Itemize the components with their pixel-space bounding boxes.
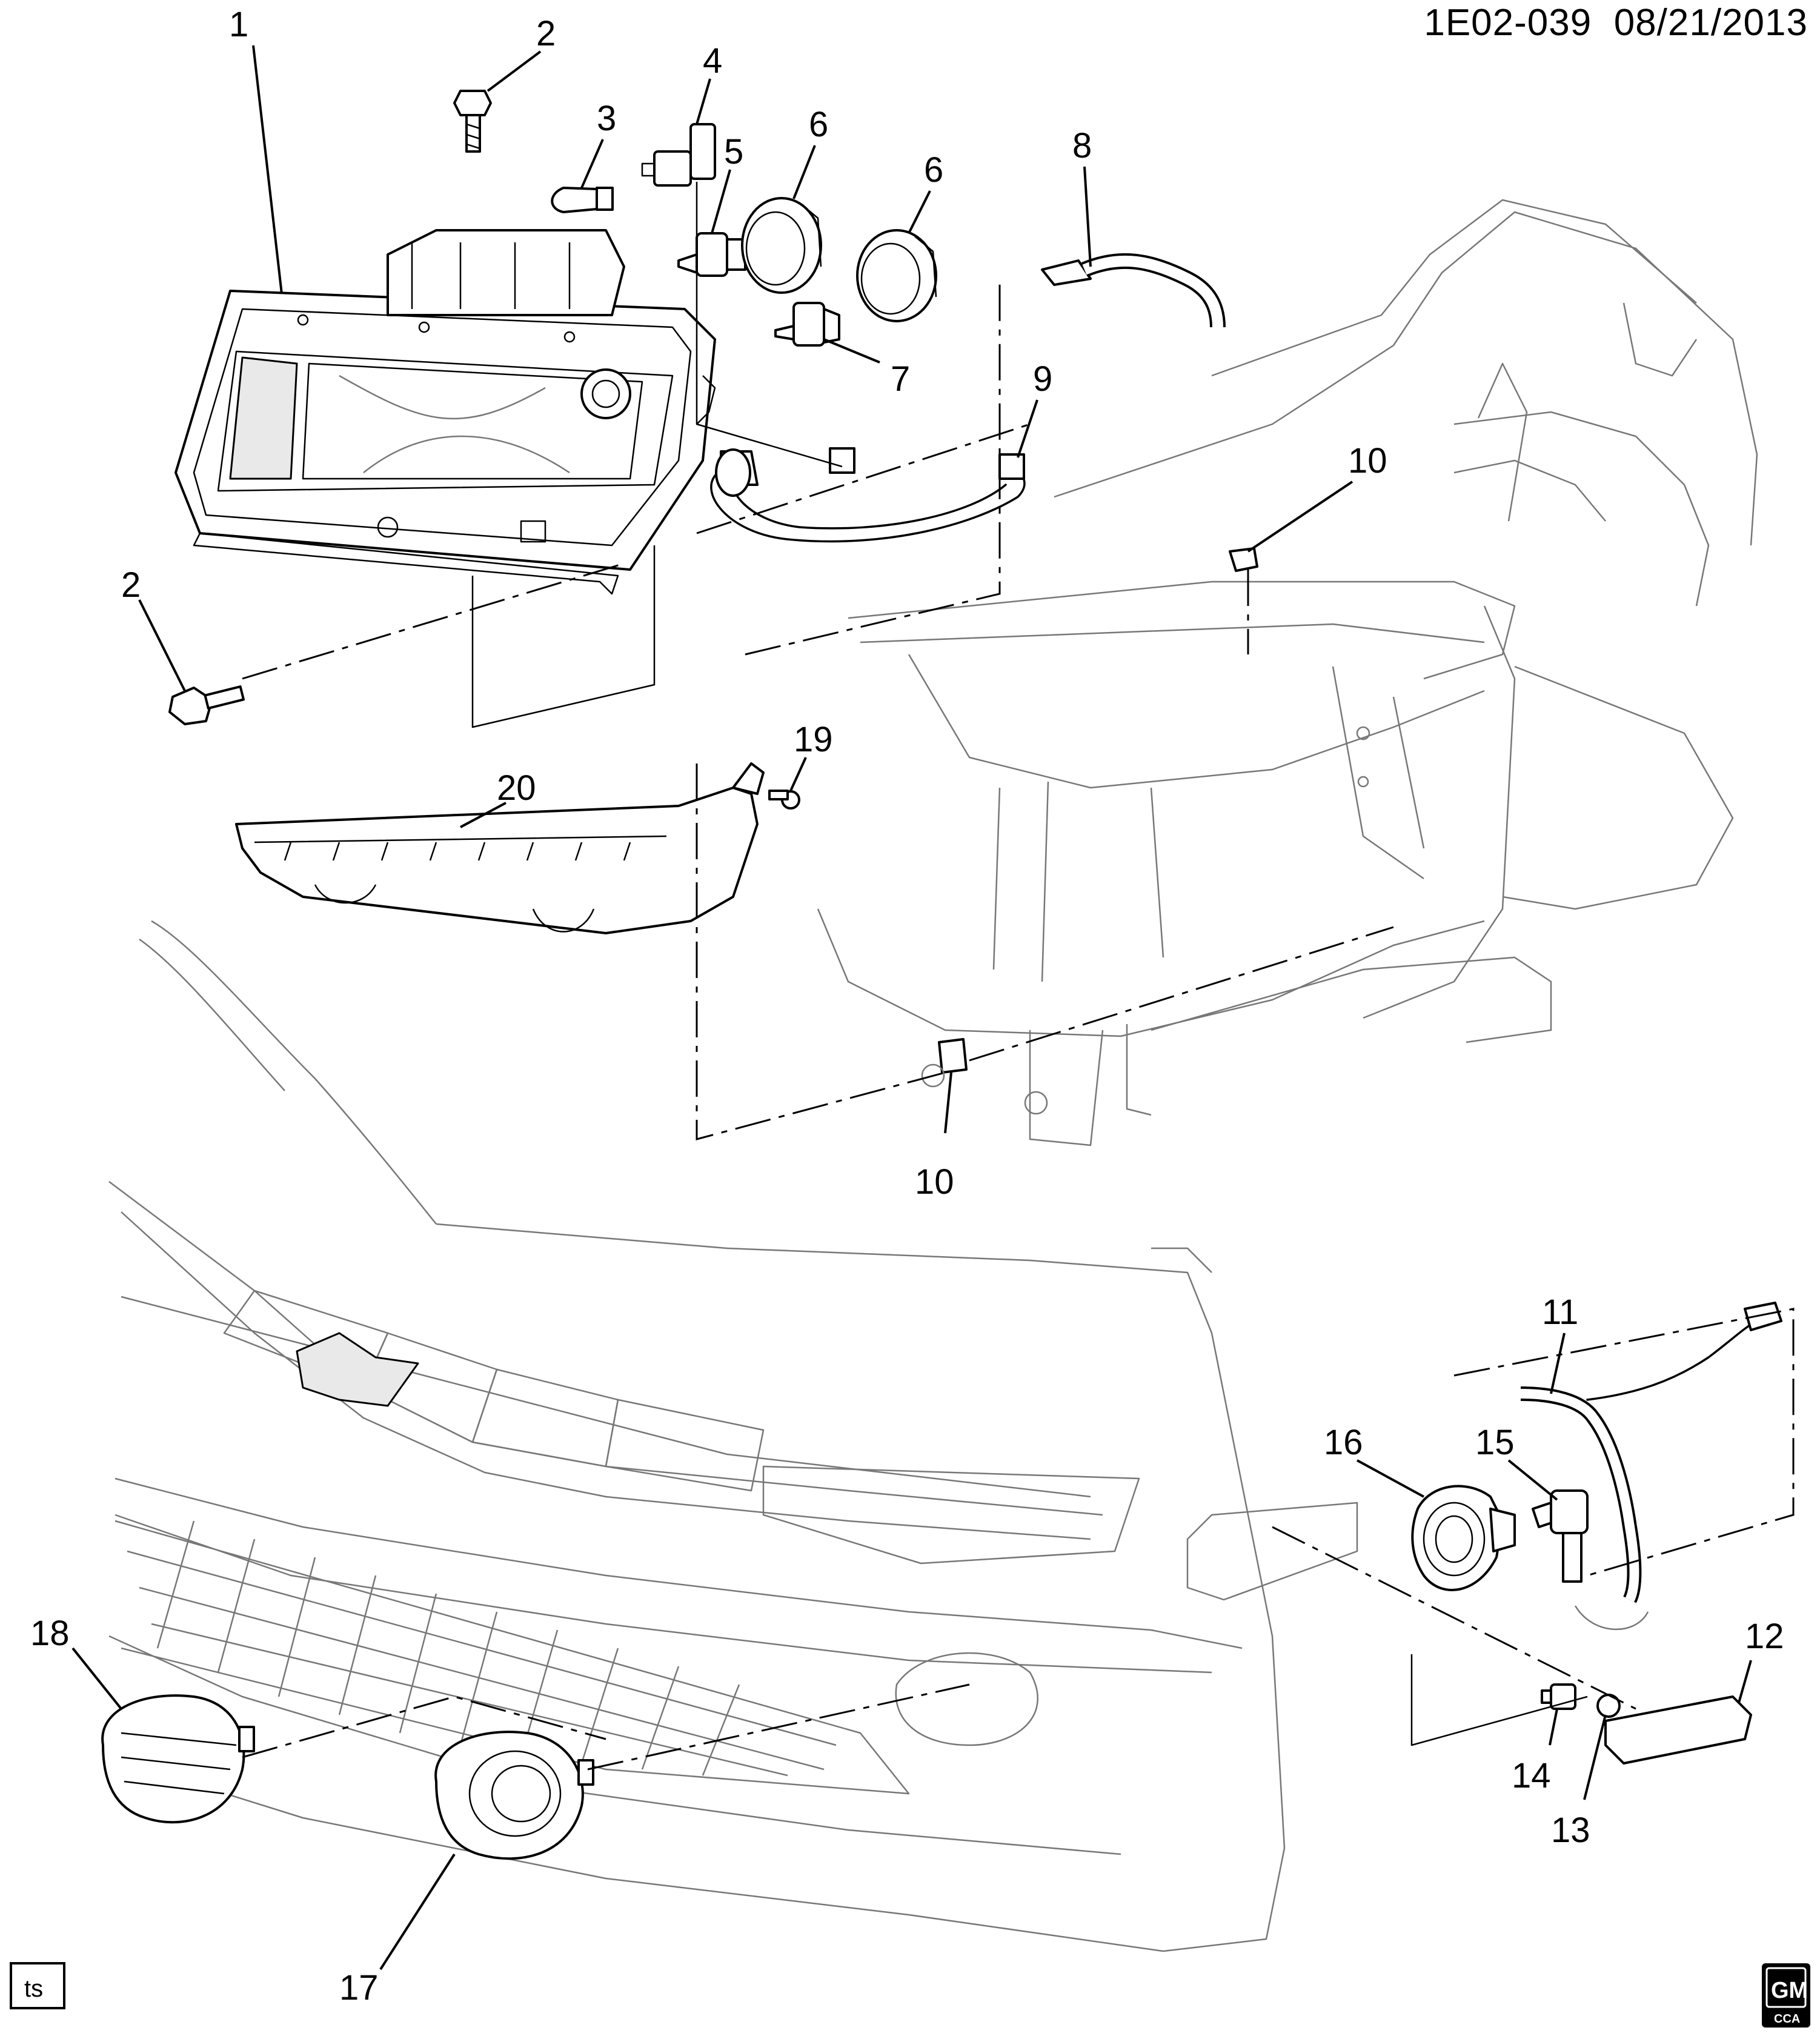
callout-12: 12	[1745, 1617, 1784, 1656]
callout-5: 5	[724, 132, 743, 171]
callout-9: 9	[1033, 359, 1052, 399]
callout-16: 16	[1324, 1423, 1363, 1462]
fog-bezel-17	[434, 1731, 594, 1860]
callout-7: 7	[891, 359, 910, 399]
diagram-header: 1E02-039 08/21/2013	[1424, 1, 1808, 44]
bulb-3	[551, 187, 614, 213]
bulb-5	[677, 232, 746, 277]
callout-6b: 6	[924, 150, 943, 190]
gm-logo-text: GM	[1771, 1978, 1808, 2003]
callout-18: 18	[30, 1614, 70, 1653]
alignment-lines	[242, 182, 1795, 1771]
bracket-20	[235, 762, 765, 934]
callout-20: 20	[497, 768, 536, 808]
clip-10a	[1229, 547, 1258, 572]
vehicle-body-structure	[817, 199, 1758, 1146]
callout-13: 13	[1551, 1811, 1590, 1850]
bolt-side	[168, 685, 245, 725]
callout-19: 19	[794, 720, 833, 759]
callouts: 1 2 2 3 4 5 6 6 7 8 9 10 10 11 12 13 14 …	[30, 5, 1784, 2008]
cap-6a	[741, 197, 822, 294]
clip-10b	[938, 1038, 968, 1074]
front-bumper-fascia	[108, 920, 1358, 1952]
gm-logo: GM CCA	[1762, 1963, 1810, 2028]
harness-11	[1520, 1302, 1782, 1630]
bolt-19	[768, 790, 800, 810]
callout-4: 4	[703, 41, 722, 81]
callout-15: 15	[1475, 1423, 1515, 1462]
corner-tag-text: ts	[24, 1975, 43, 2002]
callout-17: 17	[339, 1968, 379, 2008]
harness-8	[1041, 253, 1226, 328]
gm-logo-subtext: CCA	[1774, 2012, 1800, 2026]
bolt-top	[453, 90, 492, 153]
harness-9	[710, 447, 1026, 543]
callout-11: 11	[1542, 1292, 1578, 1332]
fog-lamp-16	[1411, 1485, 1516, 1591]
callout-8: 8	[1072, 126, 1092, 165]
socket-4	[641, 123, 716, 187]
diagram-date: 08/21/2013	[1613, 2, 1808, 44]
callout-6a: 6	[809, 105, 828, 144]
cap-6b	[856, 229, 937, 322]
leader-lines	[71, 45, 1752, 1971]
corner-tag: ts	[10, 1962, 65, 2009]
socket-14	[1541, 1683, 1576, 1710]
side-marker-12	[1604, 1695, 1752, 1765]
callout-2-top: 2	[536, 14, 556, 53]
headlamp-assembly	[174, 229, 716, 595]
callout-2-side: 2	[121, 565, 141, 605]
diagram-id: 1E02-039	[1424, 2, 1592, 44]
fog-bulb-15	[1532, 1489, 1589, 1583]
callout-14: 14	[1512, 1756, 1551, 1795]
bulb-7	[774, 302, 840, 347]
fog-bezel-18	[101, 1694, 255, 1824]
callout-3: 3	[597, 99, 616, 138]
callout-10-bottom: 10	[915, 1162, 954, 1202]
callout-10-top: 10	[1348, 441, 1387, 481]
callout-1: 1	[229, 5, 248, 44]
